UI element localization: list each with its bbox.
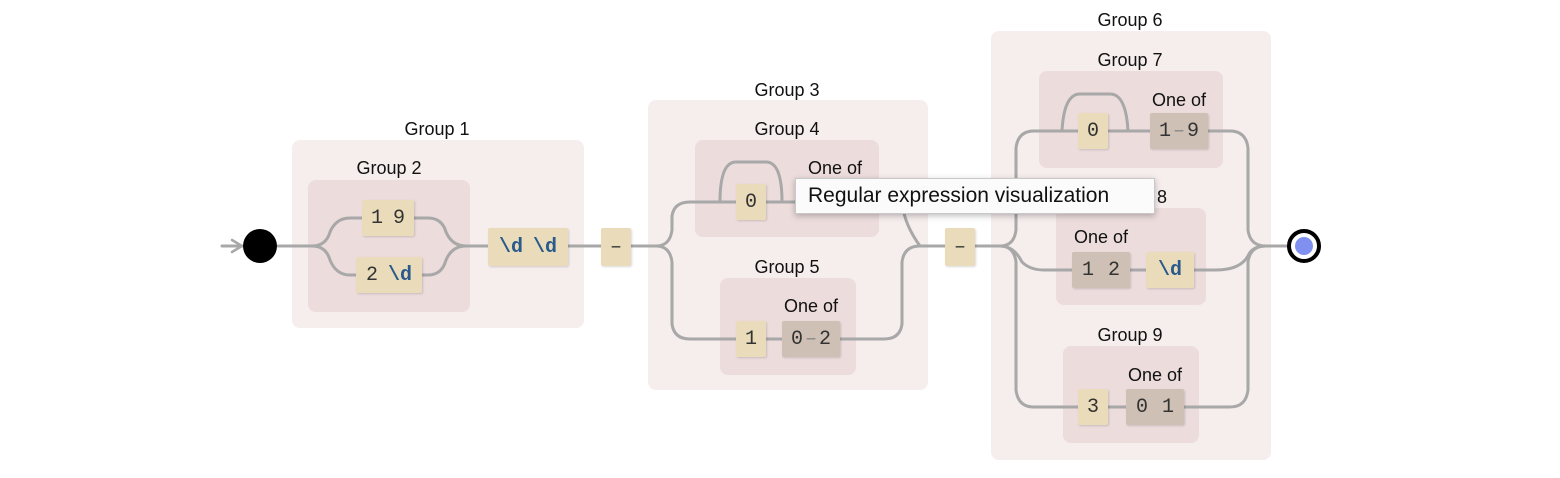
one-of-label-g4: One of (807, 158, 863, 178)
path-g2-bot (310, 244, 358, 277)
group-2-label: Group 2 (356, 158, 422, 178)
group-1-label: Group 1 (404, 119, 470, 139)
literal-dash-2: – (945, 228, 975, 266)
group-9-label: Group 9 (1097, 325, 1163, 345)
group-8-label: 8 (1156, 187, 1168, 207)
literal-digit-digit: \d\d (488, 228, 568, 266)
literal-zero-g4: 0 (736, 184, 766, 220)
path-g5-out (838, 244, 948, 341)
group-4-label: Group 4 (754, 119, 820, 139)
path-g9-out (1182, 244, 1268, 409)
entry-arrow (230, 238, 245, 254)
one-of-label-g7: One of (1151, 90, 1207, 110)
path-g7-out (1206, 129, 1268, 248)
literal-dash-1: – (601, 228, 631, 266)
literal-one-g5: 1 (736, 321, 766, 357)
group-6-label: Group 6 (1097, 10, 1163, 30)
end-node-core (1295, 237, 1313, 255)
path-g2-top (310, 216, 364, 248)
group-3-label: Group 3 (754, 80, 820, 100)
range-1-9: 1–9 (1150, 113, 1208, 149)
path-g2-bot-mid (420, 244, 468, 277)
group-5-label: Group 5 (754, 257, 820, 277)
range-0-2: 0–2 (782, 321, 840, 357)
one-of-label-g5: One of (783, 296, 839, 316)
path-g3-bot (654, 244, 738, 341)
group-7-label: Group 7 (1097, 50, 1163, 70)
start-node (243, 229, 277, 263)
one-of-label-g8: One of (1073, 227, 1129, 247)
path-g6-top (998, 129, 1080, 248)
literal-three-g9: 3 (1078, 389, 1108, 425)
path-g6-bot (998, 244, 1080, 409)
literal-2-digit: 2\d (356, 257, 422, 293)
one-of-label-g9: One of (1127, 365, 1183, 385)
literal-digit-g8: \d (1146, 252, 1194, 288)
tooltip: Regular expression visualization (795, 178, 1155, 214)
path-g7-loop (1060, 92, 1152, 133)
path-g2-top-mid (412, 216, 468, 248)
literal-zero-g7: 0 (1078, 113, 1108, 149)
